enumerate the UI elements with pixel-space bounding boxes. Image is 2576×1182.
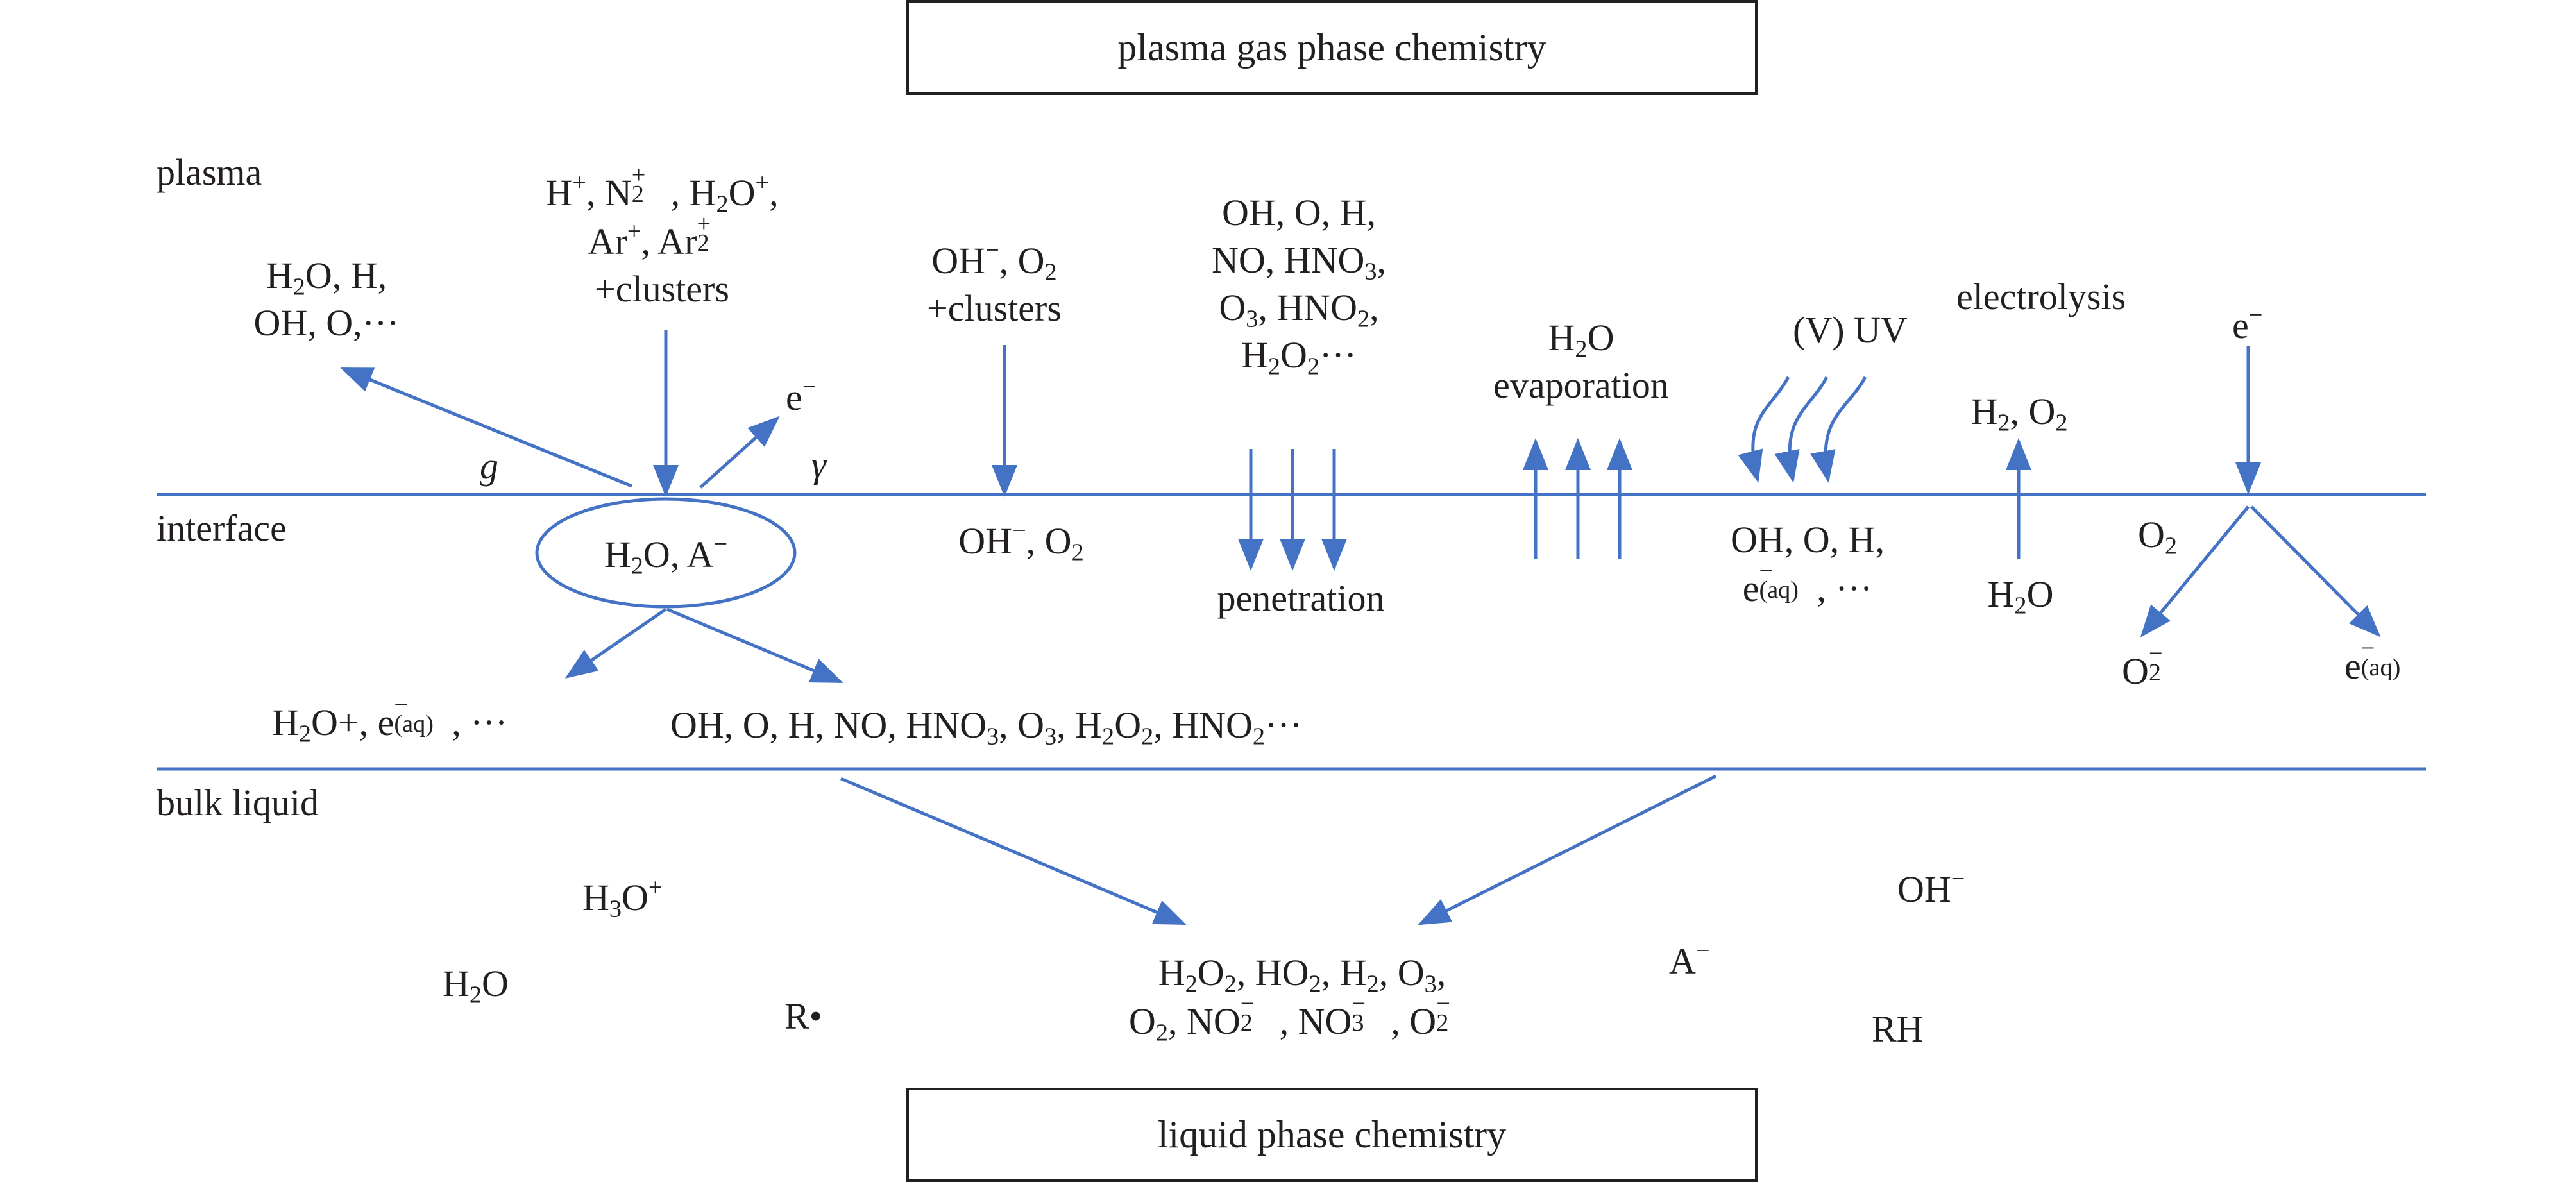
bulk-products-line-2: O2, NO−2, NO−3, O−2: [1128, 990, 1450, 1047]
neutral-line-2: NO, HNO3,: [1211, 239, 1387, 285]
liquid-phase-box: liquid phase chemistry: [906, 1088, 1758, 1182]
plasma-negative-species: OH−, O2 +clusters: [927, 237, 1062, 332]
anion-a: A−: [1669, 937, 1710, 982]
emitted-electron: e−: [786, 373, 817, 418]
sputtered-line-1: H2O, H,: [266, 255, 387, 301]
secondary-emission-label-gamma: γ: [811, 444, 826, 485]
uv-arrow-2: [1774, 376, 1829, 483]
electron-emission-arrow: [699, 416, 780, 489]
uv-products: OH, O, H, e−(aq) , ···: [1731, 516, 1885, 612]
uv-products-line-2: e−(aq) , ···: [1742, 557, 1873, 609]
superoxide: O−2: [2122, 639, 2163, 692]
interface-ellipse: [535, 497, 797, 609]
evap-line-2: evaporation: [1493, 364, 1669, 406]
neutral-line-3: O3, HNO2,: [1219, 287, 1379, 333]
bulk-products: H2O2, HO2, H2, O3, O2, NO−2, NO−3, O−2: [1129, 949, 1475, 1045]
uv-arrow-3: [1810, 376, 1867, 483]
region-bulk-liquid-label: bulk liquid: [157, 782, 319, 823]
plasma-ions: H+, N+2, H2O+, Ar+, Ar+2 +clusters: [545, 161, 779, 313]
interface-negative-species: OH−, O2: [958, 517, 1084, 566]
sputter-arrow: [340, 367, 632, 488]
neutral-line-4: H2O2···: [1241, 334, 1357, 380]
region-plasma-label: plasma: [157, 151, 262, 193]
neg-line-2: +clusters: [927, 287, 1062, 329]
ellipse-left-arrow: [564, 607, 667, 679]
plasma-gas-phase-label: plasma gas phase chemistry: [1117, 26, 1546, 69]
hydroxide: OH−: [1897, 865, 1965, 910]
bulk-right-arrow: [1418, 774, 1717, 925]
o2-minus-arrow: [2140, 505, 2250, 637]
interface-o2: O2: [2138, 514, 2178, 560]
ellipse-right-arrow: [666, 607, 843, 684]
ions-line-1: H+, N+2, H2O+,: [545, 161, 779, 218]
bulk-water: H2O: [443, 963, 509, 1009]
solvated-electron: e−(aq): [2344, 634, 2401, 687]
uv-arrow-1: [1738, 376, 1790, 483]
sputtered-line-2: OH, O,···: [253, 302, 400, 344]
bulk-left-arrow: [840, 777, 1187, 925]
neg-line-1: OH−, O2: [931, 237, 1057, 286]
evaporation-label: H2O evaporation: [1493, 314, 1669, 409]
e-aq-arrow: [2250, 505, 2381, 637]
ions-line-2: Ar+, Ar+2: [588, 210, 711, 262]
evap-line-1: H2O: [1548, 317, 1614, 363]
organic-rh: RH: [1872, 1008, 1924, 1050]
sputtered-species: H2O, H, OH, O,···: [253, 252, 399, 347]
uv-products-line-1: OH, O, H,: [1730, 519, 1885, 561]
liquid-phase-label: liquid phase chemistry: [1157, 1113, 1507, 1156]
plasma-neutral-species: OH, O, H, NO, HNO3, O3, HNO2, H2O2···: [1212, 189, 1386, 379]
neutral-line-1: OH, O, H,: [1221, 192, 1377, 233]
bulk-products-line-1: H2O2, HO2, H2, O3,: [1158, 952, 1446, 998]
electrolysis-products: H2, O2: [1970, 391, 2068, 437]
electrolysis-water: H2O: [1987, 573, 2054, 620]
penetration-label: penetration: [1217, 577, 1385, 619]
ionized-water-products: H2O+, e−(aq) , ···: [272, 691, 508, 748]
ellipse-species: H2O, A−: [604, 530, 728, 580]
incoming-electron: e−: [2232, 301, 2263, 346]
uv-label: (V) UV: [1793, 309, 1908, 351]
hydronium: H3O+: [582, 874, 663, 923]
ions-line-3: +clusters: [595, 268, 729, 310]
sputter-label-g: g: [480, 445, 498, 487]
plasma-gas-phase-box: plasma gas phase chemistry: [906, 0, 1758, 95]
reactive-species-row: OH, O, H, NO, HNO3, O3, H2O2, HNO2···: [670, 704, 1302, 750]
region-interface-label: interface: [157, 507, 287, 549]
organic-radical: R•: [784, 995, 822, 1037]
electrolysis-label: electrolysis: [1956, 276, 2126, 317]
